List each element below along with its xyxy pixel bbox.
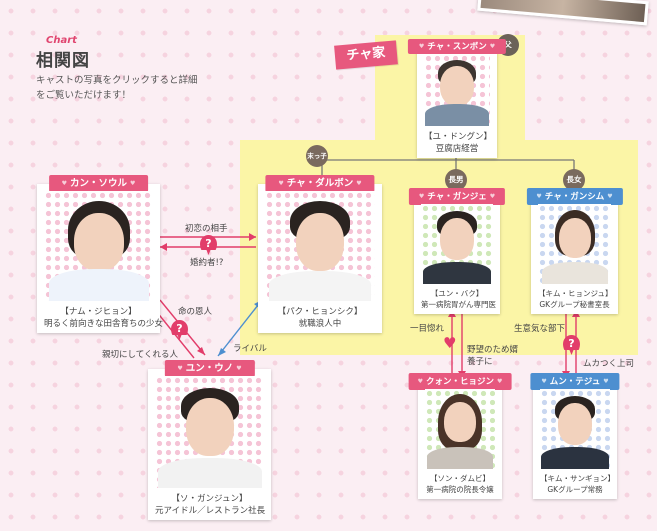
corner-photo [477, 0, 649, 26]
name-tag: チャ・ガンシム [526, 188, 623, 205]
badge-eldest-son: 長男 [445, 169, 467, 191]
character-card-cha-kangjae[interactable]: チャ・ガンジェ 【ユン・バク】 第一病院胃がん専門医 [408, 188, 506, 314]
character-role: 第一病院胃がん専門医 [421, 300, 496, 309]
name-tag: ムン・テジュ [530, 373, 620, 390]
character-card-cha-sunbong[interactable]: チャ・スンボン 【ユ・ドングン】 豆腐店経営 [407, 39, 507, 158]
character-photo [421, 204, 493, 284]
character-card-moon-taejun[interactable]: ムン・テジュ 【キム・サンギョン】 GKグループ常務 [530, 373, 620, 499]
page-title: 相関図 [36, 51, 90, 71]
question-icon: ? [563, 335, 580, 355]
character-photo [424, 54, 490, 126]
character-card-kang-sowol[interactable]: カン・ソウル 【ナム・ジヒョン】 明るく前向きな田舎育ちの少女 [37, 175, 164, 333]
actor-name: 【ソ・ガンジュン】 [171, 494, 248, 504]
name-tag: ユン・ウノ [164, 360, 255, 377]
actor-name: 【パク・ヒョンシク】 [277, 307, 363, 317]
chart-eyebrow: Chart [46, 35, 77, 46]
name-tag: チャ・スンボン [407, 39, 507, 54]
relation-cheeky: 生意気な部下 [514, 324, 566, 334]
relation-first-love: 初恋の相手 [185, 224, 228, 234]
badge-eldest-daughter: 長女 [563, 169, 585, 191]
character-photo [265, 191, 375, 301]
relation-rival: ライバル [233, 344, 267, 354]
relation-kind: 親切にしてくれる人 [102, 350, 178, 360]
name-tag: チャ・ダルボン [265, 175, 375, 192]
heart-icon: ♥ [443, 334, 457, 352]
character-role: 元アイドル／レストラン社長 [155, 506, 266, 516]
relation-fiance: 婚約者!? [190, 258, 224, 268]
actor-name: 【ユ・ドングン】 [424, 132, 493, 142]
character-role: 豆腐店経営 [435, 144, 479, 154]
character-photo [540, 389, 610, 469]
character-card-kwon-hyojin[interactable]: クォン・ヒョジン 【ソン・ダムビ】 第一病院の院長令嬢 [408, 373, 512, 499]
name-tag: クォン・ヒョジン [408, 373, 512, 390]
character-role: 第一病院の院長令嬢 [426, 485, 494, 494]
actor-name: 【ソン・ダムビ】 [430, 474, 490, 483]
character-photo [44, 191, 153, 301]
name-tag: チャ・ガンジェ [408, 188, 506, 205]
character-card-cha-dalbong[interactable]: チャ・ダルボン 【パク・ヒョンシク】 就職浪人中 [258, 175, 382, 333]
character-photo [425, 389, 495, 469]
character-photo [538, 204, 611, 284]
actor-name: 【キム・サンギョン】 [540, 474, 615, 483]
character-role: GKグループ秘書室長 [539, 300, 610, 309]
question-icon: ? [200, 235, 217, 255]
character-role: 明るく前向きな田舎育ちの少女 [44, 319, 164, 329]
relation-savior: 命の恩人 [178, 307, 213, 317]
relation-adopted: 野望のため婿養子に [467, 345, 519, 367]
character-card-cha-kangsim[interactable]: チャ・ガンシム 【キム・ヒョンジュ】 GKグループ秘書室長 [526, 188, 623, 314]
actor-name: 【キム・ヒョンジュ】 [538, 289, 613, 298]
relation-annoying: ムカつく上司 [583, 359, 635, 369]
character-role: 就職浪人中 [298, 319, 342, 329]
page-description: キャストの写真をクリックすると詳細をご覧いただけます！ [36, 75, 198, 101]
actor-name: 【ナム・ジヒョン】 [60, 307, 137, 317]
character-role: GKグループ常務 [547, 485, 603, 494]
badge-youngest: 末っ子 [306, 145, 328, 167]
character-card-yun-uno[interactable]: ユン・ウノ 【ソ・ガンジュン】 元アイドル／レストラン社長 [148, 360, 271, 520]
actor-name: 【ユン・バク】 [430, 289, 484, 298]
relation-love-at-first: 一目惚れ [410, 324, 445, 334]
question-icon: ? [171, 320, 188, 340]
character-photo [155, 376, 264, 488]
name-tag: カン・ソウル [48, 175, 149, 192]
